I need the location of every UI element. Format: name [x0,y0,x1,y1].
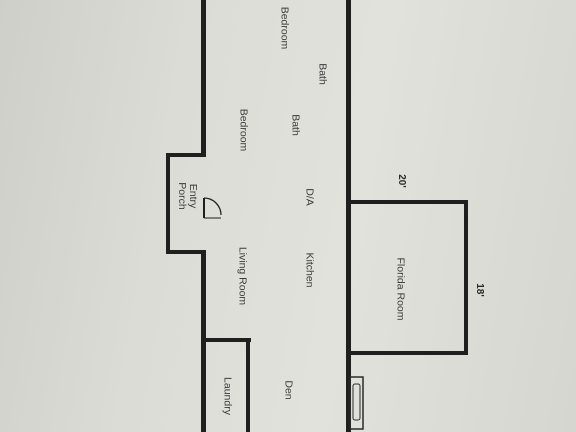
room-entry-porch: Entry Porch [176,182,200,210]
fireplace-icon [349,376,364,430]
wall-main-left [201,0,206,156]
wall-porch-top [166,153,206,157]
wall-main-left-lower [201,252,206,340]
wall-laundry-top [201,338,251,342]
room-bedroom-top: Bedroom [278,6,291,50]
wall-florida-top [346,200,468,204]
wall-laundry-left [201,338,206,432]
room-living: Living Room [236,246,249,306]
room-bath-mid: Bath [289,114,302,136]
room-laundry: Laundry [221,377,234,415]
room-dining: D/A [303,188,316,206]
wall-florida-bottom [346,351,468,355]
room-bedroom-mid: Bedroom [237,108,250,152]
wall-porch-bottom [166,250,206,254]
wall-laundry-right [246,338,250,432]
room-kitchen: Kitchen [303,252,316,288]
room-bath-top: Bath [316,63,329,85]
room-den: Den [282,380,295,400]
dim-florida-width: 20' [396,174,407,188]
entry-porch-line1: Entry [187,183,200,209]
wall-main-right [346,0,351,432]
room-florida: Florida Room [394,257,407,321]
dim-florida-depth: 18' [474,283,485,297]
entry-door-icon [203,197,222,219]
entry-porch-line2: Porch [176,182,188,210]
wall-porch-left [166,153,170,254]
wall-florida-right [464,200,468,355]
